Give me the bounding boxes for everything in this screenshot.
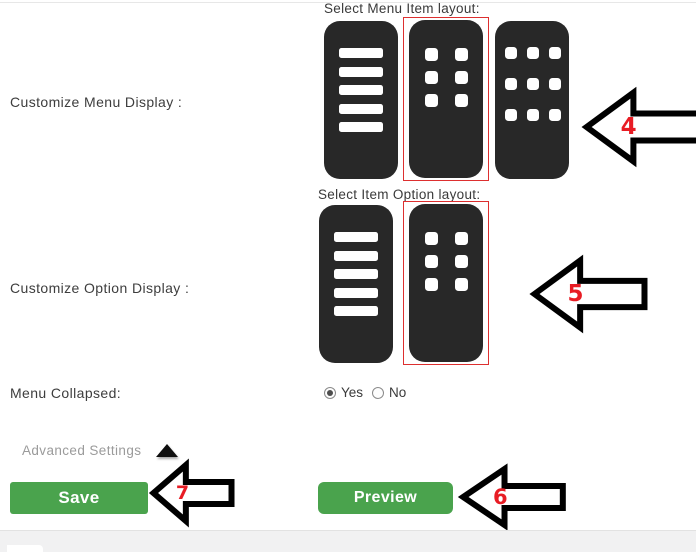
annotation-arrow-7: 7 <box>151 462 234 524</box>
top-divider <box>0 2 696 3</box>
annotation-arrow-6: 6 <box>460 466 566 528</box>
grid-2-column-layout-icon <box>409 204 483 362</box>
triangle-up-icon[interactable] <box>156 444 179 457</box>
left-block-arrow-icon <box>151 462 234 524</box>
left-block-arrow-icon <box>531 257 648 331</box>
customize-menu-display-label: Customize Menu Display : <box>10 94 183 110</box>
left-block-arrow-icon <box>583 89 696 165</box>
menu-layout-option-grid2-selected[interactable] <box>403 17 489 181</box>
radio-no-label[interactable]: No <box>389 385 407 400</box>
annotation-arrow-4: 4 <box>583 89 696 165</box>
annotation-number-4: 4 <box>620 114 637 140</box>
radio-no-icon[interactable] <box>372 386 385 399</box>
annotation-number-7: 7 <box>175 482 190 504</box>
menu-layout-option-grid3[interactable] <box>495 21 569 179</box>
save-button[interactable]: Save <box>10 482 148 514</box>
advanced-settings-label[interactable]: Advanced Settings <box>22 443 142 458</box>
option-layout-option-grid2-selected[interactable] <box>403 201 489 365</box>
list-layout-icon <box>324 21 398 179</box>
left-block-arrow-icon <box>460 466 566 528</box>
bottom-strip <box>0 530 696 552</box>
radio-yes-selected-icon[interactable] <box>324 386 336 399</box>
menu-collapsed-yes-option[interactable]: Yes <box>324 385 363 400</box>
item-option-layout-title: Select Item Option layout: <box>318 187 481 202</box>
menu-layout-option-list[interactable] <box>324 21 398 179</box>
annotation-number-6: 6 <box>492 485 508 509</box>
grid-3-column-layout-icon <box>495 21 569 179</box>
menu-collapsed-no-option[interactable]: No <box>372 385 406 400</box>
list-layout-icon <box>319 205 393 363</box>
grid-2-column-layout-icon <box>409 20 483 178</box>
annotation-number-5: 5 <box>567 281 584 307</box>
menu-collapsed-label: Menu Collapsed: <box>10 385 122 401</box>
option-layout-option-list[interactable] <box>319 205 393 363</box>
bottom-white-patch <box>7 545 43 552</box>
menu-item-layout-title: Select Menu Item layout: <box>324 1 480 16</box>
advanced-settings-toggle[interactable]: Advanced Settings <box>22 443 179 458</box>
radio-yes-label[interactable]: Yes <box>341 385 364 400</box>
preview-button[interactable]: Preview <box>318 482 453 514</box>
annotation-arrow-5: 5 <box>531 257 648 331</box>
customize-option-display-label: Customize Option Display : <box>10 280 190 296</box>
menu-collapsed-radio-group: Yes No <box>324 385 406 400</box>
